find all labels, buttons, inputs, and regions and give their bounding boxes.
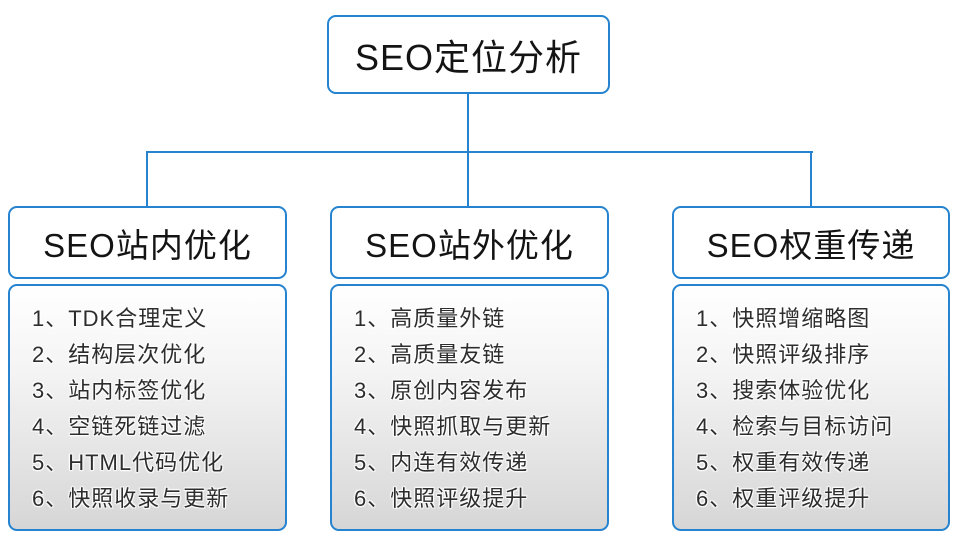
list-item: 2、结构层次优化 [32,342,207,367]
list-item: 1、TDK合理定义 [32,306,208,331]
connector-root-vertical-line [467,94,469,152]
branch-offsite-title: SEO站外优化 [365,226,574,264]
list-item: 5、内连有效传递 [354,450,529,475]
list-item: 5、权重有效传递 [696,450,871,475]
branch-weight-list: 1、快照增缩略图 2、快照评级排序 3、搜索体验优化 4、检索与目标访问 5、权… [672,284,950,531]
list-item: 4、快照抓取与更新 [354,414,552,439]
branch-offsite-list: 1、高质量外链 2、高质量友链 3、原创内容发布 4、快照抓取与更新 5、内连有… [330,284,609,531]
branch-weight-header: SEO权重传递 [672,206,950,279]
list-item: 3、搜索体验优化 [696,378,871,403]
branch-offsite: SEO站外优化 1、高质量外链 2、高质量友链 3、原创内容发布 4、快照抓取与… [330,206,609,531]
branch-onsite: SEO站内优化 1、TDK合理定义 2、结构层次优化 3、站内标签优化 4、空链… [8,206,287,531]
connector-left-stub-line [146,151,148,207]
list-item: 6、权重评级提升 [696,486,871,511]
branch-onsite-list: 1、TDK合理定义 2、结构层次优化 3、站内标签优化 4、空链死链过滤 5、H… [8,284,287,531]
root-node: SEO定位分析 [327,15,610,94]
connector-middle-stub-line [467,151,469,207]
list-item: 1、快照增缩略图 [696,306,871,331]
branch-onsite-title: SEO站内优化 [43,226,252,264]
branch-onsite-header: SEO站内优化 [8,206,287,279]
list-item: 3、站内标签优化 [32,378,207,403]
connector-horizontal-line [146,151,813,153]
list-item: 3、原创内容发布 [354,378,529,403]
branch-weight-title: SEO权重传递 [706,226,916,264]
root-node-title: SEO定位分析 [354,36,583,78]
list-item: 4、检索与目标访问 [696,414,894,439]
list-item: 2、高质量友链 [354,342,506,367]
list-item: 6、快照收录与更新 [32,486,230,511]
branch-weight: SEO权重传递 1、快照增缩略图 2、快照评级排序 3、搜索体验优化 4、检索与… [672,206,950,531]
branch-offsite-header: SEO站外优化 [330,206,609,279]
connector-right-stub-line [810,151,812,207]
list-item: 5、HTML代码优化 [32,450,225,475]
list-item: 4、空链死链过滤 [32,414,207,439]
list-item: 6、快照评级提升 [354,486,529,511]
list-item: 1、高质量外链 [354,306,506,331]
list-item: 2、快照评级排序 [696,342,871,367]
